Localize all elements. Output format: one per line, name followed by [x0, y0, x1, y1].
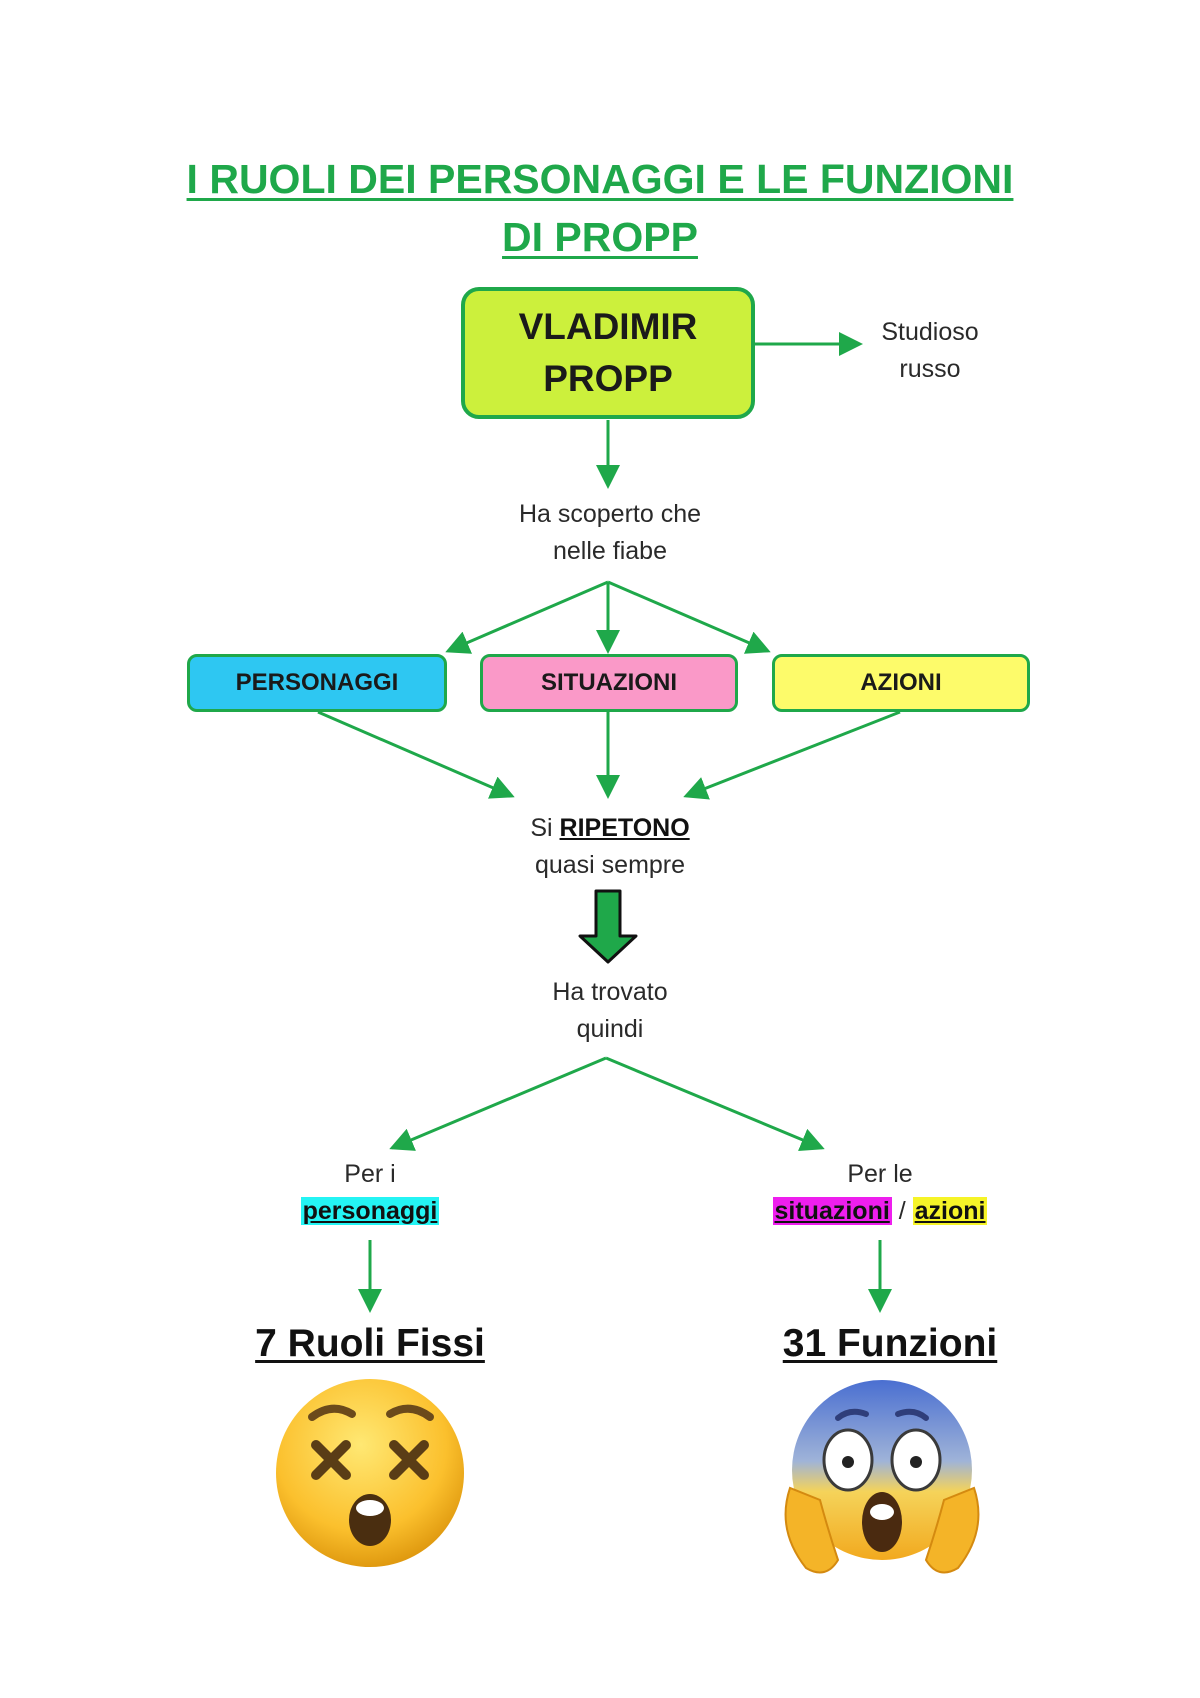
- situazioni-label: SITUAZIONI: [541, 669, 677, 696]
- propp-line-1: VLADIMIR: [518, 306, 698, 347]
- trovato-line-2: quindi: [576, 1015, 644, 1043]
- big-down-arrow: [578, 889, 638, 964]
- funzioni-result: 31 Funzioni: [782, 1322, 998, 1365]
- left-branch-line-1: Per i: [344, 1160, 396, 1188]
- left-branch-label: Per i personaggi: [250, 1156, 490, 1230]
- title-line-2: DI PROPP: [502, 214, 698, 260]
- scoperto-line-2: nelle fiabe: [553, 537, 667, 565]
- left-branch-line-2: personaggi: [250, 1193, 490, 1230]
- scoperto-label: Ha scoperto che nelle fiabe: [460, 496, 760, 570]
- personaggi-label: PERSONAGGI: [235, 669, 399, 696]
- studioso-label: Studioso russo: [830, 314, 1030, 388]
- arrow-fork-personaggi: [445, 580, 609, 654]
- arrow-fork-left: [389, 1056, 607, 1151]
- personaggi-highlight: personaggi: [300, 1197, 440, 1225]
- trovato-line-1: Ha trovato: [552, 978, 668, 1006]
- title-line-1: I RUOLI DEI PERSONAGGI E LE FUNZIONI: [186, 156, 1014, 202]
- ripetono-line-1: Si RIPETONO: [460, 810, 760, 847]
- arrow-personaggi-ripetono: [317, 710, 515, 799]
- ripetono-label: Si RIPETONO quasi sempre: [460, 810, 760, 884]
- personaggi-box: PERSONAGGI: [187, 654, 447, 712]
- azioni-label: AZIONI: [860, 669, 942, 696]
- arrow-fork-right: [605, 1056, 825, 1151]
- ripetono-strong: RIPETONO: [559, 814, 690, 842]
- azioni-highlight: azioni: [912, 1197, 988, 1225]
- scoperto-line-1: Ha scoperto che: [518, 500, 702, 528]
- ripetono-line-2: quasi sempre: [534, 851, 686, 879]
- situazioni-highlight: situazioni: [772, 1197, 892, 1225]
- propp-line-2: PROPP: [543, 358, 673, 399]
- dizzy-face-icon: [276, 1379, 464, 1567]
- propp-box: VLADIMIR PROPP: [461, 287, 755, 419]
- studioso-line-2: russo: [899, 355, 961, 383]
- ruoli-result: 7 Ruoli Fissi: [255, 1322, 485, 1365]
- arrow-fork-azioni: [607, 580, 771, 654]
- arrow-azioni-ripetono: [683, 710, 901, 800]
- azioni-box: AZIONI: [772, 654, 1030, 712]
- separator: /: [891, 1197, 913, 1225]
- right-branch-label: Per le situazioni / azioni: [730, 1156, 1030, 1230]
- right-branch-line-2: situazioni / azioni: [730, 1193, 1030, 1230]
- page-title: I RUOLI DEI PERSONAGGI E LE FUNZIONI DI …: [0, 150, 1200, 266]
- situazioni-box: SITUAZIONI: [480, 654, 738, 712]
- screaming-face-icon: [784, 1380, 980, 1574]
- right-branch-line-1: Per le: [847, 1160, 913, 1188]
- studioso-line-1: Studioso: [881, 318, 979, 346]
- ripetono-prefix: Si: [530, 814, 560, 842]
- trovato-label: Ha trovato quindi: [460, 974, 760, 1048]
